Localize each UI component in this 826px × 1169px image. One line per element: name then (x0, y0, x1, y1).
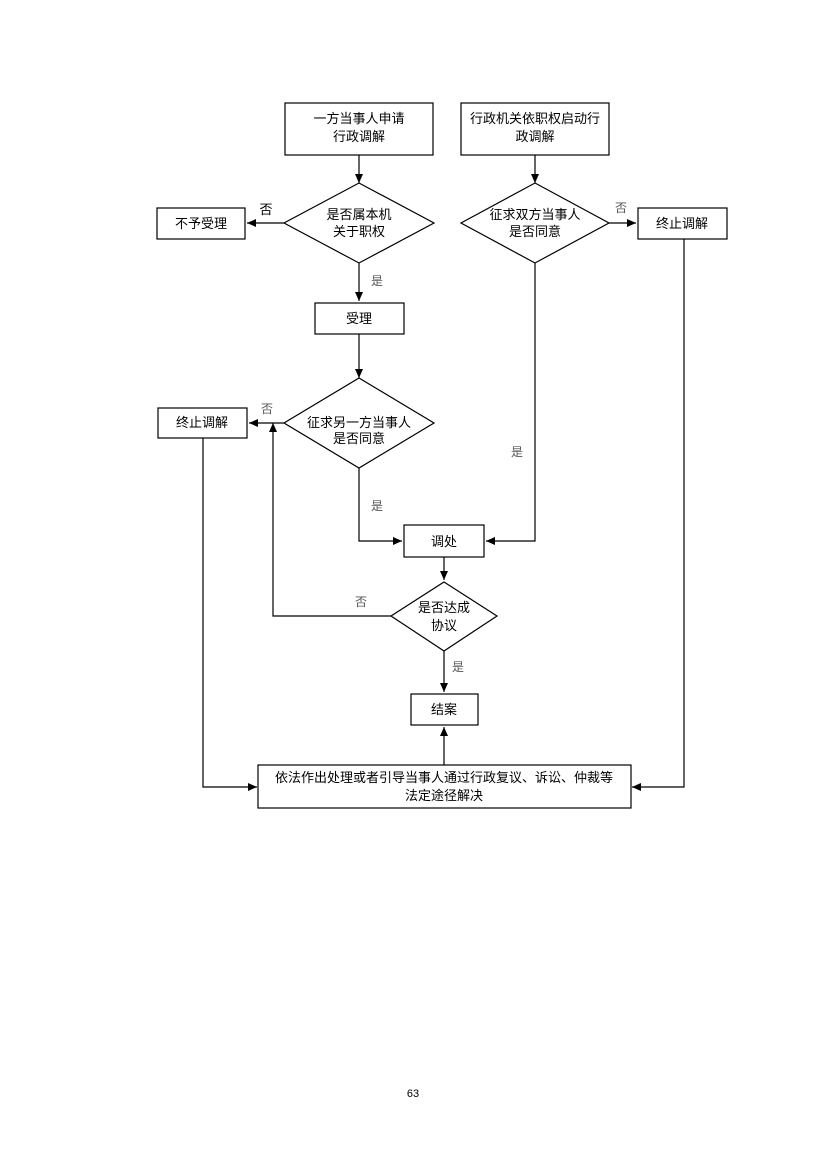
node-jurisdiction-line-1: 是否属本机 (326, 208, 391, 223)
node-mediate-label: 调处 (431, 535, 457, 550)
node-jurisdiction-line-2: 关于职权 (333, 224, 385, 240)
node-legal-line-1: 依法作出处理或者引导当事人通过行政复议、诉讼、仲裁等 (275, 770, 613, 786)
node-reject-label: 不予受理 (175, 217, 227, 232)
node-agreement-decision: 是否达成 协议 (389, 581, 499, 652)
node-terminate-left-label: 终止调解 (176, 415, 228, 431)
node-consent-other-line-1: 征求另一方当事人 (307, 415, 411, 431)
node-terminate-right-label: 终止调解 (656, 216, 708, 232)
node-reject: 不予受理 (156, 207, 246, 240)
node-agreement-line-1: 是否达成 (418, 601, 470, 616)
label-jurisdiction-no: 否 (259, 203, 272, 218)
node-apply: 一方当事人申请 行政调解 (284, 102, 434, 156)
label-consent-both-yes: 是 (511, 445, 523, 459)
label-agreement-yes: 是 (452, 660, 464, 674)
node-accept-label: 受理 (346, 312, 372, 327)
arrow-terminate-right-to-legal (632, 239, 685, 791)
node-terminate-right: 终止调解 (637, 207, 728, 240)
node-legal-line-2: 法定途径解决 (405, 788, 483, 804)
page-number: 63 (407, 1088, 419, 1100)
node-mediate: 调处 (403, 524, 485, 558)
node-consent-both-decision: 征求双方当事人 是否同意 (459, 182, 611, 264)
node-consent-both-line-1: 征求双方当事人 (489, 207, 580, 223)
node-initiate-line-2: 政调解 (515, 130, 554, 145)
node-legal-resolution: 依法作出处理或者引导当事人通过行政复议、诉讼、仲裁等 法定途径解决 (257, 764, 632, 809)
node-terminate-left: 终止调解 (157, 407, 248, 439)
label-consent-both-no: 否 (615, 201, 627, 215)
node-close-label: 结案 (431, 703, 457, 718)
node-consent-both-line-2: 是否同意 (509, 224, 561, 240)
label-agreement-no: 否 (355, 595, 367, 609)
arrow-consent-both-yes (486, 263, 536, 545)
label-consent-other-yes: 是 (371, 499, 383, 513)
connectors (202, 155, 685, 791)
label-consent-other-no: 否 (261, 402, 273, 416)
node-consent-other-decision: 征求另一方当事人 是否同意 (282, 377, 436, 469)
node-apply-line-1: 一方当事人申请 (313, 111, 404, 127)
node-accept: 受理 (314, 302, 405, 335)
node-apply-line-2: 行政调解 (333, 130, 385, 145)
arrow-agreement-no (269, 423, 391, 617)
label-jurisdiction-yes: 是 (371, 274, 383, 288)
node-jurisdiction-decision: 是否属本机 关于职权 (282, 182, 436, 264)
node-initiate: 行政机关依职权启动行 政调解 (460, 102, 610, 156)
node-agreement-line-2: 协议 (431, 619, 457, 634)
arrow-terminate-left-to-legal (202, 438, 257, 791)
arrow-consent-other-yes (358, 468, 402, 545)
node-initiate-line-1: 行政机关依职权启动行 (470, 111, 600, 127)
node-close: 结案 (410, 693, 479, 726)
node-consent-other-line-2: 是否同意 (333, 431, 385, 447)
